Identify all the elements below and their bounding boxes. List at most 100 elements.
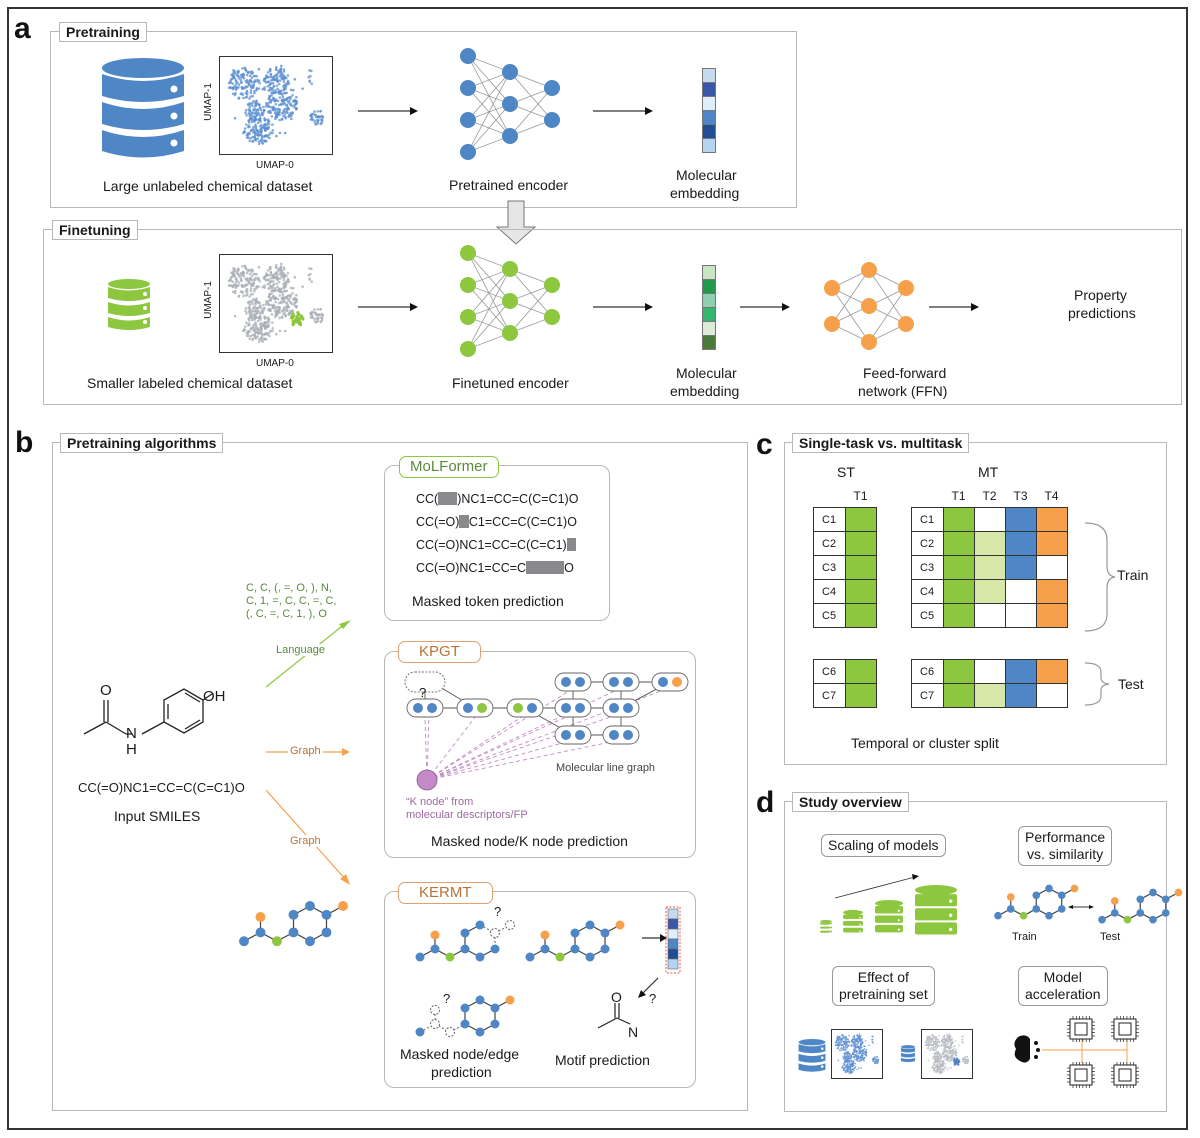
hydrogen-label: H: [126, 741, 137, 758]
umap-point: [868, 1044, 870, 1047]
umap-point: [844, 1061, 846, 1064]
umap-point: [319, 308, 322, 311]
umap-point: [258, 81, 262, 85]
network-node: [898, 280, 914, 296]
umap-point: [257, 340, 261, 344]
k-node-edge: [426, 711, 480, 781]
umap-point: [273, 307, 277, 310]
umap-point: [838, 1038, 841, 1040]
umap-point: [938, 1034, 940, 1037]
umap-point: [860, 1067, 862, 1069]
bond: [479, 924, 496, 934]
mask-token: [566, 538, 577, 551]
umap-point: [844, 1057, 846, 1060]
umap-point: [254, 116, 257, 120]
network-node: [824, 280, 840, 296]
atom: [272, 936, 282, 947]
umap-point: [940, 1059, 943, 1062]
umap-point: [926, 1035, 929, 1038]
umap-point: [229, 78, 233, 81]
umap-point: [271, 321, 274, 324]
umap-point: [234, 88, 238, 92]
atom: [1136, 895, 1145, 904]
umap-highlight-point: [295, 314, 299, 318]
umap-point: [836, 1039, 839, 1041]
umap-point: [271, 123, 274, 126]
umap-point: [849, 1063, 852, 1065]
umap-point: [853, 1041, 856, 1044]
table-row: C2: [813, 531, 877, 556]
umap-point: [268, 292, 271, 296]
atom: [1057, 905, 1066, 913]
umap-point: [254, 314, 257, 318]
umap-point: [955, 1054, 958, 1057]
umap-point: [852, 1052, 855, 1054]
umap-point: [243, 325, 247, 328]
umap-point: [256, 276, 259, 280]
umap-point: [293, 303, 296, 307]
umap-point: [294, 103, 297, 106]
compound-cell: C1: [911, 507, 944, 532]
umap-point: [262, 79, 266, 82]
umap-point: [255, 272, 258, 276]
umap-point: [248, 139, 252, 143]
umap-point: [268, 281, 271, 285]
umap-point: [295, 95, 298, 99]
umap-point: [242, 131, 245, 135]
kermt-graphs: [415, 906, 681, 1037]
dataset-label-large: Large unlabeled chemical dataset: [103, 178, 313, 194]
umap-point: [244, 111, 247, 115]
umap-point: [848, 1034, 850, 1037]
umap-point: [858, 1035, 861, 1038]
embedding-highlight: [665, 906, 681, 974]
umap-point: [232, 274, 236, 277]
umap-point: [962, 1058, 964, 1061]
atom: [490, 1003, 500, 1013]
atom: [445, 952, 455, 962]
umap-point: [246, 332, 250, 335]
umap-point: [248, 272, 252, 276]
umap-point: [227, 86, 231, 90]
atom: [463, 703, 473, 713]
umap-point: [317, 118, 320, 122]
arrow-line: [641, 977, 659, 995]
umap-point: [961, 1035, 964, 1038]
umap-point: [856, 1044, 859, 1047]
umap-point: [282, 102, 285, 106]
umap-point: [232, 69, 235, 72]
umap-point: [287, 299, 290, 302]
umap-point: [849, 1055, 852, 1058]
umap-point: [320, 318, 324, 321]
umap-point: [286, 74, 290, 77]
umap-point: [846, 1069, 849, 1071]
umap-point: [234, 79, 238, 82]
umap-x-label: UMAP-0: [256, 358, 294, 369]
k-node-edge: [426, 711, 430, 781]
umap-point: [276, 99, 280, 103]
molformer-caption: Masked token prediction: [412, 593, 564, 609]
umap-point: [941, 1068, 944, 1071]
atom: [475, 1027, 485, 1037]
umap-point: [250, 76, 254, 80]
umap-point: [294, 301, 297, 304]
umap-point: [931, 1039, 934, 1042]
umap-point: [252, 80, 256, 84]
signal-dot: [1034, 1055, 1038, 1059]
umap-point: [266, 118, 270, 121]
umap-point: [254, 336, 258, 340]
atom: [490, 944, 500, 954]
atom: [505, 995, 515, 1005]
network-node: [502, 96, 518, 112]
db-light: [949, 927, 953, 932]
umap-point: [947, 1060, 950, 1063]
umap-point: [289, 111, 293, 115]
umap-point: [262, 303, 265, 307]
umap-point: [264, 332, 267, 335]
panel-letter-d: d: [756, 786, 775, 819]
atom: [305, 901, 315, 911]
arrow-right: [358, 107, 418, 115]
table-row: C5: [813, 603, 877, 628]
umap-point: [310, 82, 313, 85]
